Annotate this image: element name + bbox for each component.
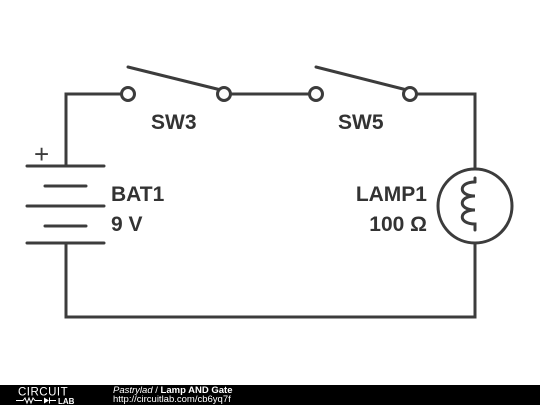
footer-text: Pastrylad / Lamp AND Gate http://circuit…: [113, 385, 233, 405]
wire-bottom: [64, 241, 477, 319]
svg-text:LAB: LAB: [58, 397, 75, 405]
wire-right-top: [409, 92, 477, 172]
lamp-bulb-outline: [436, 167, 514, 245]
switch-sw5: SW5: [308, 65, 418, 134]
footer-separator: /: [155, 385, 158, 396]
lamp-name-label: LAMP1: [356, 183, 427, 206]
lamp-lamp1: LAMP1 100 Ω: [356, 167, 514, 245]
svg-text:CIRCUIT: CIRCUIT: [18, 387, 68, 399]
switch-sw5-label: SW5: [338, 111, 384, 134]
circuitlab-logo: CIRCUIT LAB: [16, 387, 75, 405]
battery-polarity-plus: +: [34, 139, 49, 169]
switch-sw5-terminal-left: [308, 86, 324, 102]
battery-name-label: BAT1: [111, 183, 165, 206]
switch-sw5-blade: [314, 65, 409, 92]
footer-credit-line: Pastrylad / Lamp AND Gate: [113, 385, 233, 396]
switch-sw3-terminal-left: [120, 86, 136, 102]
footer-bar: CIRCUIT LAB Pastrylad / Lamp AND Gate ht…: [0, 385, 540, 405]
switch-sw3-blade: [126, 65, 223, 92]
switch-sw3: SW3: [120, 65, 232, 134]
switch-sw3-label: SW3: [151, 111, 197, 134]
battery-value-label: 9 V: [111, 213, 143, 236]
switch-sw3-terminal-right: [216, 86, 232, 102]
switch-sw5-terminal-right: [402, 86, 418, 102]
wire-left-top: [64, 92, 130, 168]
lamp-value-label: 100 Ω: [369, 213, 427, 236]
lamp-filament-icon: [460, 180, 477, 232]
circuit-url-link[interactable]: http://circuitlab.com/cb6yq7f: [113, 394, 231, 405]
circuit-title-link[interactable]: Lamp AND Gate: [160, 385, 233, 396]
author-link[interactable]: Pastrylad: [113, 385, 153, 396]
battery-bat1: + BAT1 9 V: [25, 139, 165, 245]
